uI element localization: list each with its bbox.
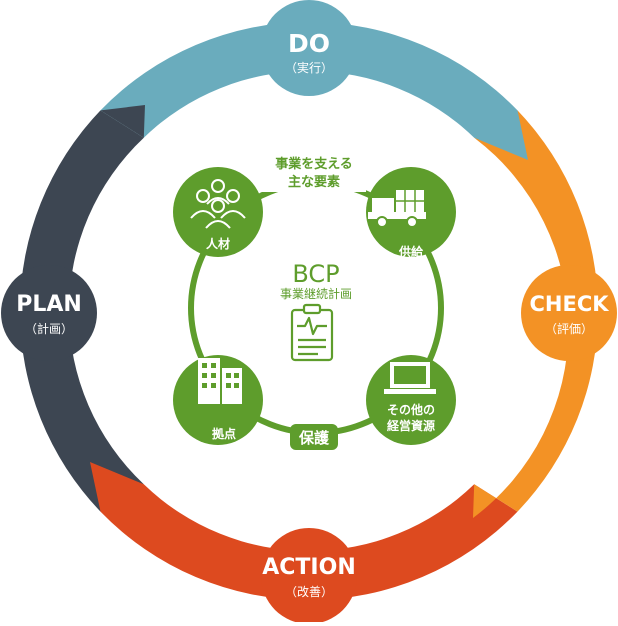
other-resources-node: その他の 経営資源 — [366, 355, 456, 445]
action-arc — [90, 462, 518, 601]
laptop-icon — [384, 362, 436, 394]
plan-subtitle: （計画） — [25, 321, 73, 336]
do-subtitle: （実行） — [285, 60, 333, 75]
people-label: 人材 — [206, 236, 230, 251]
plan-arc — [19, 110, 144, 512]
heading-backdrop — [262, 152, 366, 192]
supply-label: 供給 — [398, 244, 424, 259]
check-title: CHECK — [529, 292, 609, 316]
heading-line1: 事業を支える — [275, 156, 353, 172]
heading-line2: 主な要素 — [288, 174, 340, 190]
action-disc — [261, 528, 357, 624]
people-node: 人材 — [173, 167, 263, 257]
people-icon — [190, 179, 246, 229]
bcp-title: BCP — [292, 260, 339, 288]
do-title: DO — [288, 29, 330, 58]
clipboard-icon — [290, 303, 334, 362]
do-disc — [261, 0, 357, 96]
check-disc — [521, 265, 617, 361]
base-node: 拠点 — [173, 355, 263, 445]
supply-node: 供給 — [366, 167, 456, 259]
do-arc — [100, 21, 528, 160]
bcp-subtitle: 事業継続計画 — [280, 286, 352, 301]
action-subtitle: （改善） — [285, 584, 333, 599]
action-title: ACTION — [262, 555, 355, 580]
bcp-core: 事業を支える 主な要素 BCP 事業継続計画 保護 — [173, 152, 456, 450]
other-label-line2: 経営資源 — [387, 418, 435, 433]
other-label-line1: その他の — [387, 402, 435, 417]
plan-disc — [1, 265, 97, 361]
plan-arrow-tip — [100, 105, 145, 138]
check-arc — [473, 110, 599, 519]
protect-label: 保護 — [298, 429, 330, 447]
protect-tag — [290, 424, 338, 450]
check-subtitle: （評価） — [545, 321, 593, 336]
base-label: 拠点 — [212, 426, 236, 441]
plan-title: PLAN — [16, 292, 82, 317]
